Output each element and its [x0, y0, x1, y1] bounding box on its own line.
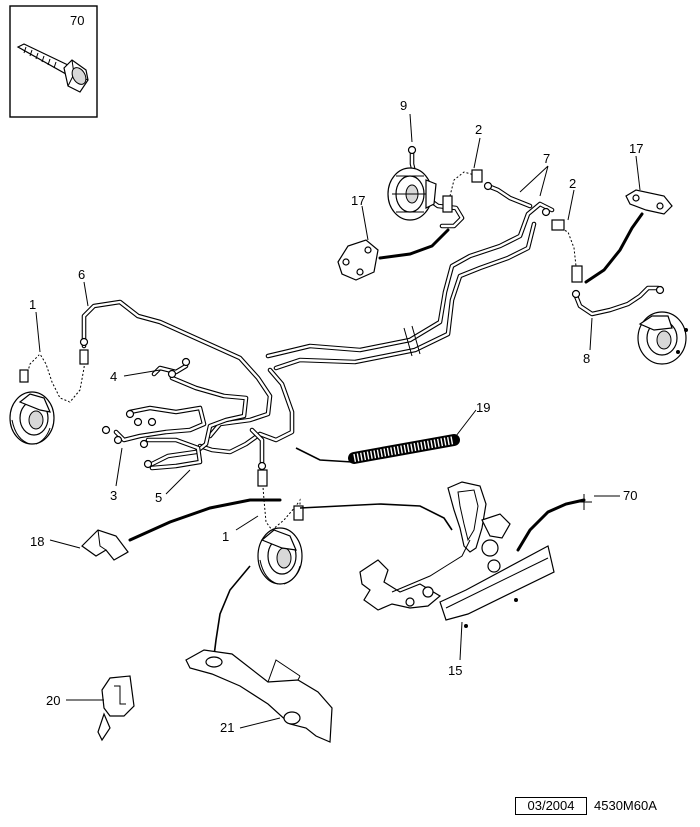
callout-3: 3 [110, 488, 117, 503]
clip-20 [97, 675, 135, 742]
callout-5: 5 [155, 490, 162, 505]
front-left-brake-disc [9, 391, 55, 445]
callout-70-inset: 70 [70, 13, 84, 28]
callout-2-right: 2 [569, 176, 576, 191]
callout-labels: 70 9 2 7 17 17 2 6 1 4 8 19 3 5 1 18 70 … [29, 13, 643, 735]
callout-19: 19 [476, 400, 490, 415]
bolt-icon [16, 43, 89, 93]
callout-4: 4 [110, 369, 117, 384]
callout-17-right: 17 [629, 141, 643, 156]
callout-1-left: 1 [29, 297, 36, 312]
callout-15: 15 [448, 663, 462, 678]
clip-18 [81, 529, 129, 561]
callout-21: 21 [220, 720, 234, 735]
rear-right-pipe-8 [541, 207, 665, 317]
callout-9: 9 [400, 98, 407, 113]
footer-reference: 4530M60A [594, 798, 657, 813]
handbrake-lever-15 [359, 481, 555, 628]
inset-bolt-panel [9, 5, 98, 118]
flexible-hose-2-right [551, 219, 583, 283]
callout-17-left: 17 [351, 193, 365, 208]
flexible-hose-2-left [442, 169, 483, 213]
rear-right-brake-drum [637, 311, 688, 365]
callout-70-right: 70 [623, 488, 637, 503]
handbrake-cables [128, 212, 644, 657]
footer-date: 03/2004 [515, 797, 587, 815]
callout-2-left: 2 [475, 122, 482, 137]
bracket-21 [185, 649, 333, 743]
bracket-17-left [337, 239, 379, 281]
bracket-17-right [625, 189, 673, 215]
rear-left-brake-drum [387, 167, 437, 221]
bolt-70-marker [576, 494, 592, 510]
leader-lines [35, 113, 641, 729]
flexible-hose-1-center [257, 469, 304, 532]
callout-6: 6 [78, 267, 85, 282]
callout-18: 18 [30, 534, 44, 549]
main-brake-pipe-7 [265, 201, 555, 371]
callout-1-center: 1 [222, 529, 229, 544]
flexible-hose-1-left [19, 349, 89, 404]
callout-7: 7 [543, 151, 550, 166]
front-center-brake-disc [257, 527, 303, 585]
front-pipe-network [79, 299, 295, 471]
callout-20: 20 [46, 693, 60, 708]
cable-sleeve-19 [348, 434, 460, 464]
callout-8: 8 [583, 351, 590, 366]
